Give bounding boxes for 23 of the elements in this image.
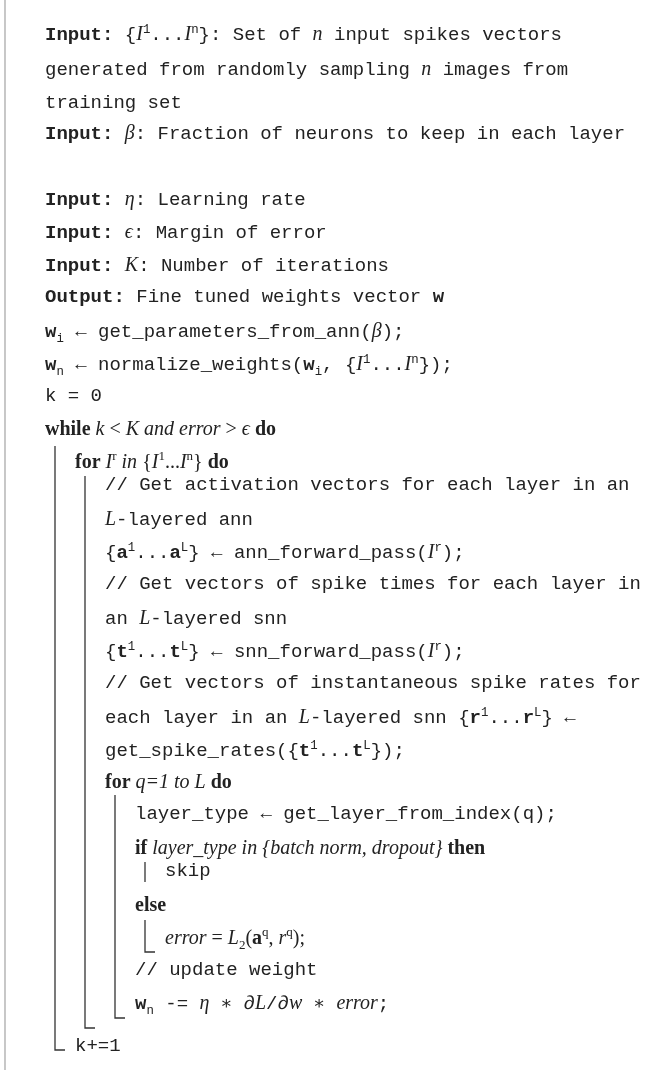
pseudocode-keyword-line: else	[135, 892, 168, 917]
pseudocode-line: layer_type ← get_layer_from_index(q);	[135, 802, 558, 827]
pseudocode-keyword-line: while k < K and error > ϵ do	[45, 416, 278, 441]
pseudocode-line: skip	[165, 859, 212, 884]
pseudocode-line: Input: K: Number of iterations	[45, 252, 390, 279]
pseudocode-line: Input: η: Learning rate	[45, 186, 307, 213]
pseudocode-line: k+=1	[75, 1034, 122, 1059]
pseudocode-line: w$_{n}$ ← normalize_weights(w$_{i}$, {I$^{1}$...I$^{n}$});	[45, 351, 454, 381]
pseudocode-line: Input: β: Fraction of neurons to keep in each layer	[45, 120, 627, 147]
pseudocode-keyword-line: if layer_type in {batch norm, dropout} then	[135, 835, 487, 861]
pseudocode-line: {a$^{1}$...a$^{L}$} ← ann_forward_pass(I$^{r}$);	[105, 539, 466, 566]
pseudocode-line: w$_{i}$ ← get_parameters_from_ann(β);	[45, 318, 406, 348]
pseudocode-line: Output: Fine tuned weights vector w	[45, 285, 446, 310]
pseudocode-line: // Get vectors of instantaneous spike rates for each layer in an L-layered snn {r$^{1}$...r$^{L}$} ← get_spike_rates({t$^{1}$...t$^{L}$});	[105, 671, 642, 764]
pseudocode-line: Input: ϵ: Margin of error	[45, 219, 328, 246]
pseudocode-line: {t$^{1}$...t$^{L}$} ← snn_forward_pass(I$^{r}$);	[105, 638, 466, 665]
pseudocode-keyword-line: for I$^{r}$ in {I$^{1}$...I$^{n}$} do	[75, 447, 230, 474]
pseudocode-line: // update weight	[135, 958, 319, 983]
pseudocode-line: w$_{n}$ -= η ∗ ∂L/∂w ∗ error;	[135, 990, 391, 1020]
pseudocode-line: k = 0	[45, 384, 103, 409]
pseudocode-line: Input: {I$^{1}$...I$^{n}$}: Set of n input spikes vectors generated from randomly sampling n images from training set	[45, 21, 570, 116]
pseudocode-keyword-line: for q=1 to L do	[105, 769, 233, 795]
pseudocode-keyword-line: error = L$_{2}$(a$^{q}$, r$^{q}$);	[165, 923, 307, 954]
